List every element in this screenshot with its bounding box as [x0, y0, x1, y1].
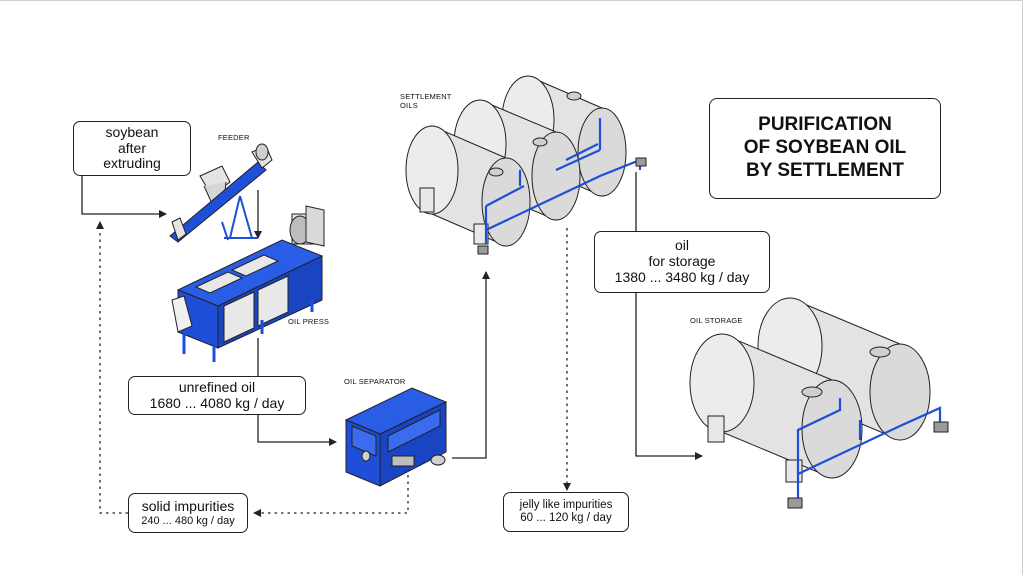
title-line-1: PURIFICATION [758, 114, 892, 136]
title-line-3: BY SETTLEMENT [746, 159, 904, 181]
jelly-impurities-rate: 60 ... 120 kg / day [520, 512, 612, 524]
settlement-oils-label: SETTLEMENT OILS [400, 92, 452, 111]
oil-for-storage-box: oil for storage 1380 ... 3480 kg / day [594, 231, 770, 293]
unrefined-oil-box: unrefined oil 1680 ... 4080 kg / day [128, 376, 306, 415]
flow-settlement-to-storage [635, 172, 703, 460]
flow-separator-to-settlement [452, 271, 490, 459]
flow-press-to-separator [257, 338, 337, 446]
oil-for-storage-name: oil [674, 237, 689, 254]
settlement-piping [484, 118, 642, 244]
settlement-oils-line-1: SETTLEMENT [400, 92, 452, 101]
soybean-line-2: after [117, 139, 146, 156]
jelly-impurities-name: jelly like impurities [519, 499, 613, 512]
solid-impurities-rate: 240 ... 480 kg / day [141, 514, 235, 527]
settlement-tank-front [405, 125, 531, 247]
feeder-label: FEEDER [218, 133, 250, 142]
soybean-line-1: soybean [105, 123, 159, 140]
title-line-2: OF SOYBEAN OIL [743, 137, 907, 159]
unrefined-oil-rate: 1680 ... 4080 kg / day [149, 394, 285, 411]
oil-for-storage-sub: for storage [648, 253, 716, 270]
solid-impurities-box: solid impurities 240 ... 480 kg / day [128, 493, 248, 533]
flow-lines [81, 172, 703, 517]
solid-impurities-name: solid impurities [141, 498, 235, 514]
soybean-line-3: extruding [103, 155, 161, 172]
oil-storage-label: OIL STORAGE [690, 316, 743, 325]
storage-piping [796, 398, 942, 498]
feeder-machine [169, 143, 273, 243]
oil-separator-machine [344, 387, 448, 487]
soybean-input-box: soybean after extruding [73, 121, 191, 176]
jelly-impurities-box: jelly like impurities 60 ... 120 kg / da… [503, 492, 629, 532]
flow-soybean-to-feeder [81, 175, 167, 218]
oil-storage-tanks [689, 297, 949, 509]
oil-press-machine [171, 205, 325, 362]
oil-press-label: OIL PRESS [288, 317, 330, 326]
unrefined-oil-name: unrefined oil [178, 378, 256, 395]
storage-tank-front [689, 333, 863, 479]
diagram-title: PURIFICATION OF SOYBEAN OIL BY SETTLEMEN… [709, 98, 941, 199]
settlement-tanks [405, 75, 647, 255]
oil-for-storage-rate: 1380 ... 3480 kg / day [614, 268, 750, 285]
flow-solid-return [96, 221, 128, 514]
oil-separator-label: OIL SEPARATOR [344, 377, 406, 386]
settlement-oils-line-2: OILS [400, 101, 418, 111]
